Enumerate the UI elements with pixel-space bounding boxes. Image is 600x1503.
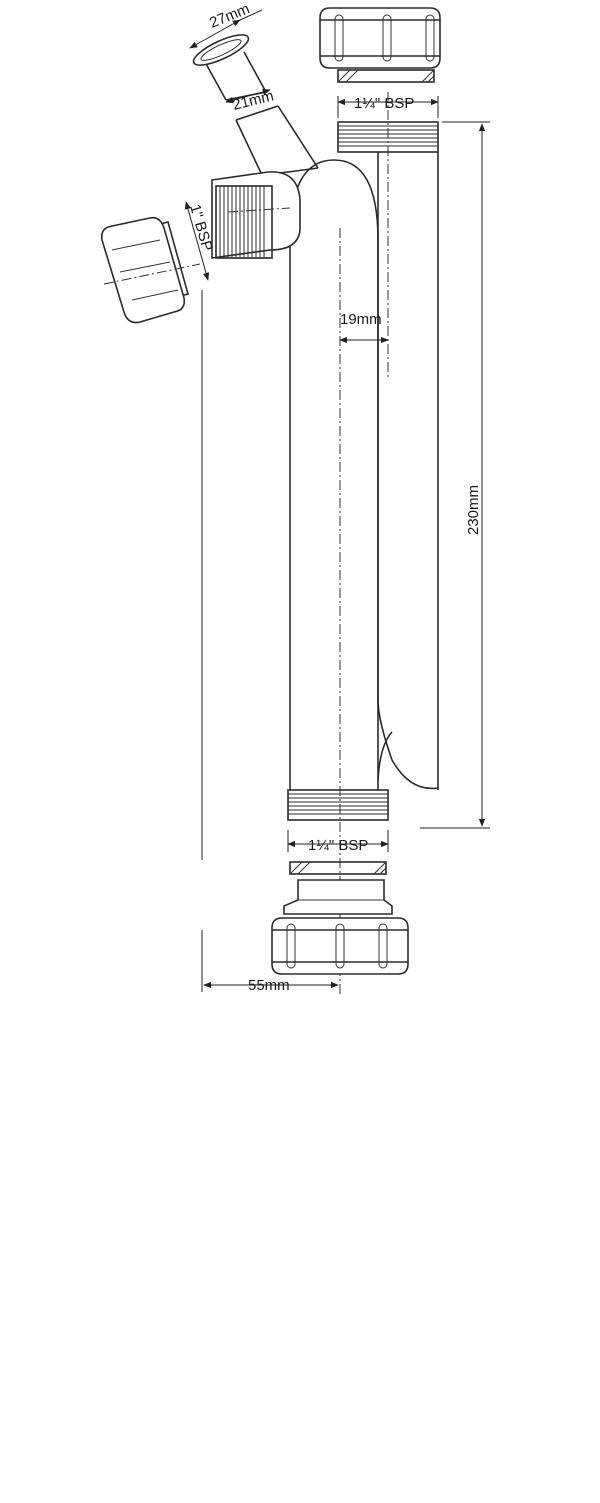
bottom-olive-insert bbox=[283, 879, 393, 915]
top-compression-nut bbox=[319, 7, 441, 69]
side-branch-assembly bbox=[100, 34, 319, 324]
label-27mm: 27mm bbox=[207, 0, 252, 31]
dimension-top-bsp bbox=[337, 96, 439, 118]
dimension-1in-bsp bbox=[184, 201, 210, 860]
bottom-washer bbox=[289, 861, 387, 875]
label-230mm: 230mm bbox=[465, 485, 482, 535]
label-55mm: 55mm bbox=[248, 977, 290, 994]
top-washer bbox=[337, 69, 435, 83]
dimension-55mm bbox=[201, 930, 339, 992]
label-19mm: 19mm bbox=[340, 311, 382, 328]
bottom-compression-nut bbox=[271, 917, 409, 975]
dimension-21mm bbox=[225, 88, 271, 104]
dimension-bottom-bsp bbox=[287, 830, 389, 852]
label-top-bsp: 1¼" BSP bbox=[354, 95, 414, 112]
dimension-27mm bbox=[189, 9, 263, 49]
label-bottom-bsp: 1¼" BSP bbox=[308, 837, 368, 854]
dimension-230mm bbox=[420, 121, 490, 829]
main-pipe-body bbox=[287, 92, 439, 995]
